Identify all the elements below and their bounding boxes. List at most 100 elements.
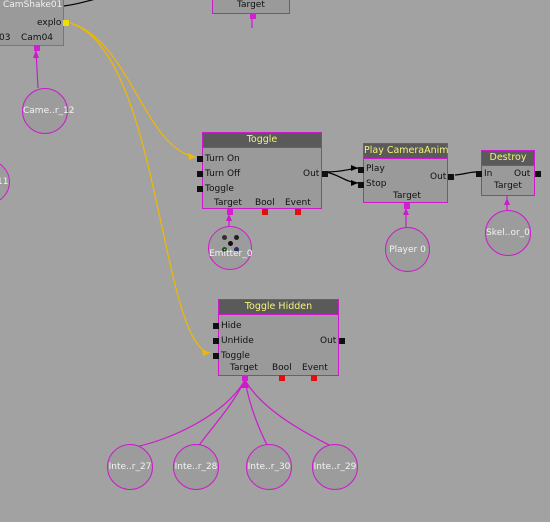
camera-shake-node[interactable]: CamShake01 explo 03 Cam04 xyxy=(0,0,69,51)
port-toggle[interactable] xyxy=(197,186,203,192)
port-var-bool[interactable] xyxy=(262,209,268,215)
label-toggle: Toggle xyxy=(205,184,234,194)
label-stop: Stop xyxy=(366,179,387,189)
wire-play-out-to-destroy xyxy=(454,171,477,176)
port-turn-on[interactable] xyxy=(197,156,203,162)
label-var-target: Target xyxy=(393,191,421,201)
port-out[interactable] xyxy=(322,171,328,177)
wire-top-black xyxy=(63,0,95,7)
label-unhide: UnHide xyxy=(221,336,254,346)
label-var-event: Event xyxy=(285,198,311,208)
link-inter-28 xyxy=(197,379,246,448)
label-var-target: Target xyxy=(214,198,242,208)
arrowhead-inter xyxy=(241,380,249,388)
arrowhead-cam04 xyxy=(33,50,39,58)
variable-inter-27[interactable]: Inte..r_27 xyxy=(107,444,153,490)
label-var-target: Target xyxy=(230,363,258,373)
port-in[interactable] xyxy=(476,171,482,177)
variable-inter-29[interactable]: Inte..r_29 xyxy=(312,444,358,490)
port-cam04[interactable] xyxy=(34,45,40,51)
port-var-event[interactable] xyxy=(295,209,301,215)
variable-skeletal-label: Skel..or_0 xyxy=(486,228,530,238)
particle-emitter-icon xyxy=(222,235,240,253)
arrowhead-stop xyxy=(351,180,358,186)
target-stub-node[interactable]: Target xyxy=(212,0,290,19)
arrowhead-play-target xyxy=(403,208,409,215)
label-toggle: Toggle xyxy=(221,351,250,361)
label-out: Out xyxy=(430,172,447,182)
link-cam04 xyxy=(35,49,39,89)
label-out: Out xyxy=(303,169,320,179)
play-camera-title: Play CameraAnim xyxy=(364,144,449,159)
port-explo[interactable] xyxy=(63,20,69,26)
label-turn-on: Turn On xyxy=(205,154,240,164)
label-out: Out xyxy=(514,169,531,179)
toggle-hidden-node[interactable]: Toggle Hidden Hide UnHide Toggle Out Tar… xyxy=(213,299,345,381)
variable-emitter[interactable]: Emitter_0 xyxy=(208,226,252,270)
port-out[interactable] xyxy=(448,174,454,180)
node-label-03: 03 xyxy=(0,33,11,43)
destroy-node[interactable]: Destroy In Out Target xyxy=(476,150,541,196)
label-hide: Hide xyxy=(221,321,242,331)
node-label-cam04: Cam04 xyxy=(21,33,54,43)
port-var-target[interactable] xyxy=(227,209,233,215)
link-inter-29 xyxy=(244,379,334,448)
port-var-target[interactable] xyxy=(404,203,410,209)
port-target-stub[interactable] xyxy=(250,13,256,19)
variable-skeletal[interactable]: Skel..or_0 xyxy=(485,210,531,256)
destroy-title: Destroy xyxy=(482,151,534,166)
variable-camera[interactable]: Came..r_12 xyxy=(22,88,75,134)
link-inter-27 xyxy=(134,379,246,448)
label-var-bool: Bool xyxy=(272,363,292,373)
port-unhide[interactable] xyxy=(213,338,219,344)
label-out: Out xyxy=(320,336,337,346)
port-stop[interactable] xyxy=(358,182,364,188)
arrowhead-turn-on xyxy=(188,153,196,160)
variable-camera-label: Came..r_12 xyxy=(23,106,75,116)
variable-inter-30[interactable]: Inte..r_30 xyxy=(246,444,292,490)
node-label-explo: explo xyxy=(37,18,62,28)
variable-edge-left-label: 11 xyxy=(0,177,9,187)
port-var-event[interactable] xyxy=(311,375,317,381)
label-in: In xyxy=(484,169,493,179)
label-var-target: Target xyxy=(494,181,522,191)
variable-inter-28[interactable]: Inte..r_28 xyxy=(173,444,219,490)
arrowhead-play xyxy=(351,165,358,171)
label-turn-off: Turn Off xyxy=(205,169,241,179)
variable-player[interactable]: Player 0 xyxy=(385,227,430,272)
wire-explo-to-turn-on xyxy=(69,22,197,158)
label-var-event: Event xyxy=(302,363,328,373)
play-camera-anim-node[interactable]: Play CameraAnim Play Stop Out Target xyxy=(358,143,454,209)
toggle-node[interactable]: Toggle Turn On Turn Off Toggle Out Targe… xyxy=(197,132,328,215)
port-out[interactable] xyxy=(535,171,541,177)
port-var-bool[interactable] xyxy=(279,375,285,381)
wire-toggle-out-to-stop xyxy=(325,171,359,184)
variable-player-label: Player 0 xyxy=(389,244,426,255)
toggle-title: Toggle xyxy=(203,133,321,148)
target-stub-label: Target xyxy=(237,0,265,10)
port-play[interactable] xyxy=(358,167,364,173)
variable-inter-28-label: Inte..r_28 xyxy=(174,462,218,472)
port-hide[interactable] xyxy=(213,323,219,329)
label-var-bool: Bool xyxy=(255,198,275,208)
variable-inter-27-label: Inte..r_27 xyxy=(108,462,152,472)
port-var-target[interactable] xyxy=(242,375,248,381)
toggle-hidden-title: Toggle Hidden xyxy=(219,300,338,315)
arrowhead-toggle xyxy=(202,349,210,356)
port-turn-off[interactable] xyxy=(197,171,203,177)
link-inter-30 xyxy=(244,379,269,448)
variable-emitter-label: Emitter_0 xyxy=(209,249,253,260)
node-label-camshake: CamShake01 xyxy=(3,0,63,10)
variable-edge-left[interactable]: 11 xyxy=(0,160,10,204)
variable-inter-30-label: Inte..r_30 xyxy=(247,462,291,472)
wire-explo-to-toggle xyxy=(69,22,211,354)
port-out[interactable] xyxy=(339,338,345,344)
variable-inter-29-label: Inte..r_29 xyxy=(313,462,357,472)
port-toggle[interactable] xyxy=(213,353,219,359)
arrowhead-toggle-target xyxy=(226,214,232,221)
label-play: Play xyxy=(366,164,385,174)
arrowhead-destroy-target xyxy=(504,198,510,205)
wire-toggle-out-to-play xyxy=(325,167,359,173)
